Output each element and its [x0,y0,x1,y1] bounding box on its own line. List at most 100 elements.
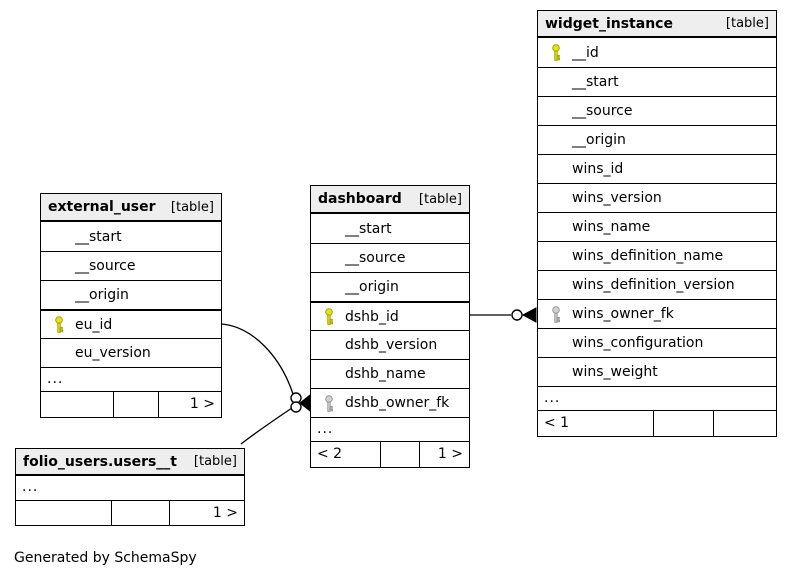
column-name: __source [572,103,633,119]
column-name: wins_weight [572,364,658,380]
table-widget-instance: widget_instance [table] __id __start __s… [537,10,777,437]
column-row: dshb_version [311,330,469,359]
column-name: wins_configuration [572,335,704,351]
column-row: __start [41,222,221,251]
column-name: eu_id [75,316,113,333]
column-name: __origin [572,132,626,148]
footer-cell [41,392,113,417]
ellipsis-row: ... [22,479,39,495]
foreign-key-icon [325,394,333,412]
zero-or-one-circle-icon [511,309,523,321]
column-row: wins_weight [538,357,776,386]
table-type-label: [table] [725,16,769,31]
table-header[interactable]: folio_users.users__t [table] [16,449,244,476]
table-footer: < 1 [538,410,776,436]
footer-related-count: 1 > [169,501,244,525]
column-name: wins_version [572,190,662,206]
column-name: wins_definition_name [572,248,724,264]
column-row: wins_version [538,183,776,212]
zero-or-one-circle-icon [290,392,302,404]
column-name: __id [572,44,599,61]
table-header[interactable]: dashboard [table] [311,186,469,214]
table-title[interactable]: external_user [48,199,156,215]
column-row: __origin [311,272,469,301]
footer-related-count: 1 > [419,442,469,467]
footer-related-count: < 2 [317,446,343,462]
column-name: dshb_id [345,308,399,325]
table-header[interactable]: widget_instance [table] [538,11,776,38]
table-footer: 1 > [41,391,221,417]
column-row: eu_id [41,309,221,338]
table-title[interactable]: dashboard [318,191,402,207]
column-row: dshb_owner_fk [311,388,469,417]
table-dashboard: dashboard [table] __start __source __ori… [310,185,470,468]
table-header[interactable]: external_user [table] [41,194,221,222]
key-icon-slot [545,305,567,323]
crow-foot-arrow-icon [521,307,537,323]
column-row: eu_version [41,338,221,367]
generated-by-text: Generated by SchemaSpy [14,550,197,566]
footer-cell [111,501,169,525]
footer-related-count: 1 > [158,392,221,417]
table-title[interactable]: widget_instance [545,15,673,32]
ellipsis-row: ... [538,386,776,410]
column-name: wins_id [572,161,624,177]
table-title[interactable]: folio_users.users__t [23,453,177,470]
column-name: dshb_owner_fk [345,395,450,411]
column-row: dshb_id [311,301,469,330]
key-icon-slot [318,394,340,412]
column-row: __id [538,38,776,67]
crow-foot-arrow-icon [299,393,311,413]
column-name: __source [345,250,406,266]
key-icon-slot [545,44,567,61]
table-footer: < 2 1 > [311,441,469,467]
table-type-label: [table] [170,199,214,215]
foreign-key-icon [552,305,560,323]
primary-key-icon [55,316,63,333]
column-row: wins_definition_version [538,270,776,299]
column-name: __start [75,228,122,245]
table-type-label: [table] [418,191,462,207]
column-row: __source [538,96,776,125]
key-icon-slot [318,308,340,325]
footer-cell [113,392,158,417]
column-name: wins_definition_version [572,277,735,293]
edge-folio-users-to-dashboard [240,407,293,445]
column-name: dshb_name [345,366,426,382]
column-row: __start [311,214,469,243]
footer-cell [653,411,713,436]
column-row: __origin [41,280,221,309]
table-folio-users-users-t: folio_users.users__t [table] ... 1 > [15,448,245,526]
column-row: __source [311,243,469,272]
column-row: wins_definition_name [538,241,776,270]
footer-cell [380,442,419,467]
column-row: wins_configuration [538,328,776,357]
column-name: __origin [75,287,129,303]
column-row: wins_name [538,212,776,241]
column-row: wins_owner_fk [538,299,776,328]
column-row: __start [538,67,776,96]
column-name: wins_owner_fk [572,306,674,322]
table-external-user: external_user [table] __start __source _… [40,193,222,418]
column-name: __origin [345,279,399,295]
key-icon-slot [48,316,70,333]
column-name: __start [345,220,392,237]
footer-cell [16,501,111,525]
column-row: wins_id [538,154,776,183]
edge-external-user-to-dashboard [221,323,294,395]
column-row: dshb_name [311,359,469,388]
column-name: dshb_version [345,337,438,353]
table-type-label: [table] [193,454,237,469]
ellipsis-row: ... [41,367,221,391]
column-name: __start [572,74,619,90]
ellipsis-row: ... [311,417,469,441]
footer-cell [713,411,776,436]
column-name: eu_version [75,345,151,361]
column-name: wins_name [572,219,651,235]
primary-key-icon [552,44,560,61]
table-footer: 1 > [16,500,244,525]
footer-related-count: < 1 [544,415,570,431]
column-row: __origin [538,125,776,154]
primary-key-icon [325,308,333,325]
